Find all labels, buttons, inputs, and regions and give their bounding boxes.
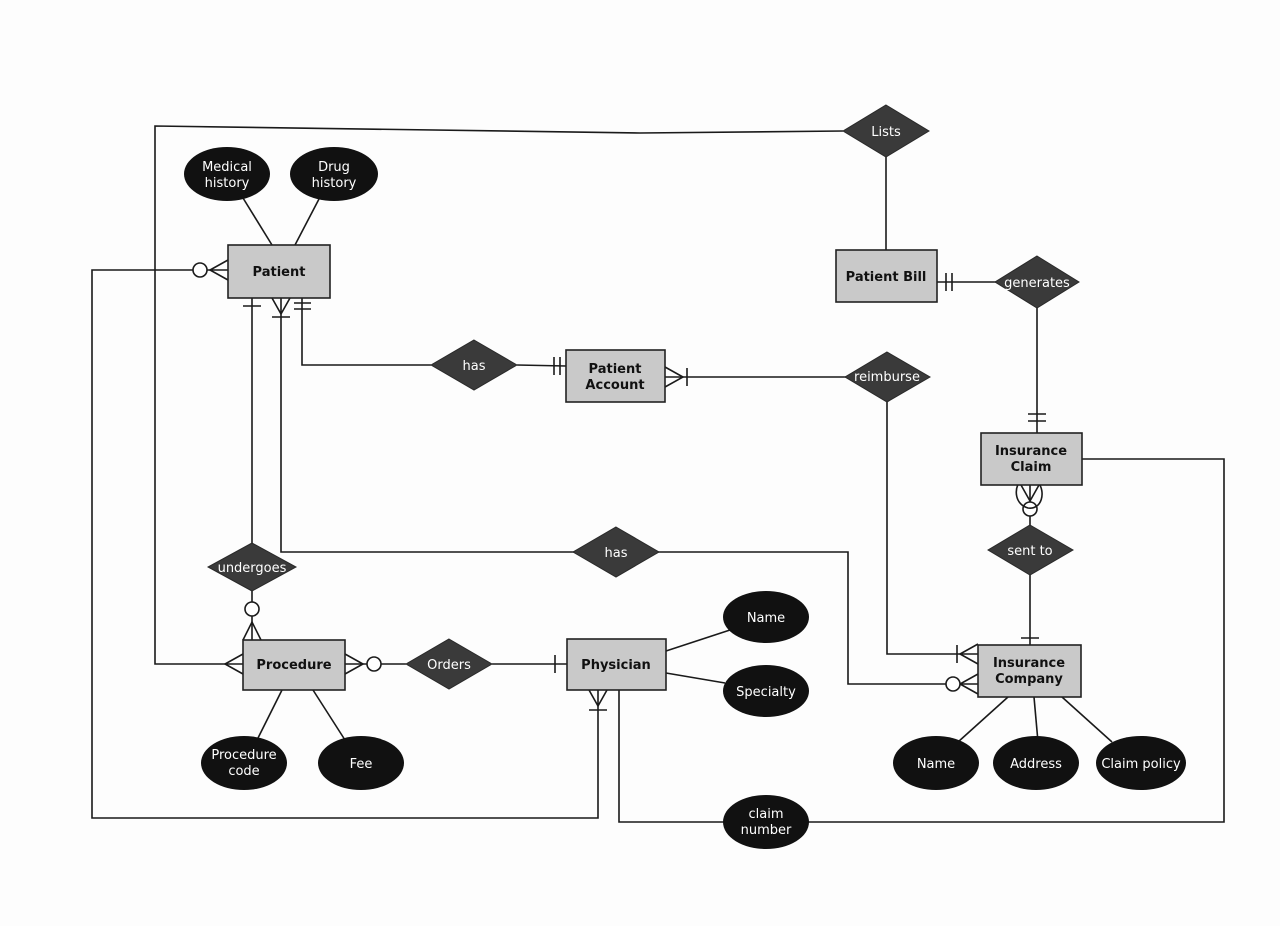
attribute-drug-history-label-1: Drug xyxy=(318,160,350,175)
relationship-orders[interactable]: Orders xyxy=(405,638,493,690)
relationship-sent-to-label: sent to xyxy=(1007,544,1052,559)
claim-to-claimnumber-line xyxy=(806,458,1225,823)
relationship-lists[interactable]: Lists xyxy=(842,104,930,158)
patient-to-physician-line xyxy=(91,269,599,819)
entity-patient-label: Patient xyxy=(253,265,306,280)
attribute-procedure-code[interactable]: Procedure code xyxy=(201,736,287,790)
company-claimpolicy-line xyxy=(1061,696,1113,743)
cardinality-marks xyxy=(192,259,1046,711)
attribute-procedure-code-label-1: Procedure xyxy=(211,748,276,763)
attribute-physician-name[interactable]: Name xyxy=(723,591,809,643)
entity-physician[interactable]: Physician xyxy=(566,638,667,691)
physician-to-claimnumber-line xyxy=(618,690,724,823)
entity-procedure-label: Procedure xyxy=(256,658,331,673)
patient-has-crowfoot xyxy=(271,297,291,316)
relationship-reimburse-label: reimburse xyxy=(854,370,920,385)
claim-handdrawn-loop xyxy=(1015,477,1043,509)
connector-lines xyxy=(91,125,1225,823)
relationship-has-account[interactable]: has xyxy=(430,339,518,391)
attribute-specialty[interactable]: Specialty xyxy=(723,665,809,717)
attribute-claim-number-label-1: claim xyxy=(748,807,783,822)
patient-to-company-line xyxy=(280,298,978,685)
procedure-top-zero-mark xyxy=(244,601,260,617)
entity-patient-bill-label: Patient Bill xyxy=(846,270,927,285)
entity-procedure[interactable]: Procedure xyxy=(242,639,346,691)
fee-line xyxy=(312,689,346,741)
attribute-claim-policy[interactable]: Claim policy xyxy=(1096,736,1186,790)
entity-insurance-claim[interactable]: Insurance Claim xyxy=(980,432,1083,486)
attribute-medical-history-label-1: Medical xyxy=(202,160,252,175)
attribute-address[interactable]: Address xyxy=(993,736,1079,790)
entity-insurance-claim-label-1: Insurance xyxy=(995,444,1067,459)
physician-name-line xyxy=(665,629,731,652)
relationship-orders-label: Orders xyxy=(427,658,471,673)
attribute-fee[interactable]: Fee xyxy=(318,736,404,790)
attribute-address-label: Address xyxy=(1010,757,1062,772)
entity-patient[interactable]: Patient xyxy=(227,244,331,299)
relationship-has-account-label: has xyxy=(463,359,486,374)
attribute-medical-history[interactable]: Medical history xyxy=(184,147,270,201)
procedure-code-line xyxy=(256,689,283,741)
has-to-account-line xyxy=(516,364,567,367)
medical-history-line xyxy=(242,197,273,246)
entity-physician-label: Physician xyxy=(581,658,651,673)
attribute-drug-history[interactable]: Drug history xyxy=(290,147,378,201)
entity-patient-account-label-1: Patient xyxy=(589,362,642,377)
account-right-crowfoot xyxy=(664,366,685,388)
attribute-fee-label: Fee xyxy=(350,757,373,772)
attribute-physician-name-label: Name xyxy=(747,611,785,626)
procedure-right-crowfoot xyxy=(344,653,365,675)
lists-to-procedure-line xyxy=(154,125,844,665)
claim-bottom-zero-mark xyxy=(1022,501,1038,517)
procedure-top-crowfoot xyxy=(242,620,262,641)
attribute-drug-history-label-2: history xyxy=(312,176,357,191)
procedure-right-zero-mark xyxy=(366,656,382,672)
company-name-line xyxy=(957,696,1009,743)
patient-to-account-line xyxy=(301,298,431,366)
relationship-undergoes-label: undergoes xyxy=(218,561,287,576)
drug-history-line xyxy=(294,198,320,246)
relationship-generates-label: generates xyxy=(1004,276,1070,291)
entity-patient-account-label-2: Account xyxy=(585,378,644,393)
attribute-company-name-label: Name xyxy=(917,757,955,772)
relationship-sent-to[interactable]: sent to xyxy=(987,524,1074,576)
entity-insurance-company[interactable]: Insurance Company xyxy=(977,644,1082,698)
physician-specialty-line xyxy=(665,672,726,684)
company-left-crowfoot-top xyxy=(958,643,979,665)
relationship-undergoes[interactable]: undergoes xyxy=(206,542,298,592)
procedure-left-crowfoot xyxy=(223,653,244,675)
attribute-procedure-code-label-2: code xyxy=(228,764,259,779)
relationship-reimburse[interactable]: reimburse xyxy=(844,351,931,403)
claim-bottom-crowfoot xyxy=(1020,484,1040,503)
entity-insurance-claim-label-2: Claim xyxy=(1011,460,1052,475)
entity-patient-account[interactable]: Patient Account xyxy=(565,349,666,403)
patient-left-zero-mark xyxy=(192,262,208,278)
relationship-has-company-label: has xyxy=(605,546,628,561)
attribute-claim-policy-label: Claim policy xyxy=(1101,757,1181,772)
entity-patient-bill[interactable]: Patient Bill xyxy=(835,249,938,303)
attribute-medical-history-label-2: history xyxy=(205,176,250,191)
patient-left-crowfoot xyxy=(208,259,229,281)
relationship-has-company[interactable]: has xyxy=(572,526,660,578)
attribute-claim-number[interactable]: claim number xyxy=(723,795,809,849)
physician-bottom-crowfoot xyxy=(588,689,608,708)
attribute-claim-number-label-2: number xyxy=(741,823,792,838)
company-left-zero-mark xyxy=(945,676,961,692)
attribute-company-name[interactable]: Name xyxy=(893,736,979,790)
entity-insurance-company-label-1: Insurance xyxy=(993,656,1065,671)
entity-insurance-company-label-2: Company xyxy=(995,672,1063,687)
company-address-line xyxy=(1033,696,1039,743)
reimburse-to-company-line xyxy=(886,401,978,655)
relationship-generates[interactable]: generates xyxy=(994,255,1080,309)
attribute-specialty-label: Specialty xyxy=(736,685,796,700)
relationship-lists-label: Lists xyxy=(871,125,901,140)
